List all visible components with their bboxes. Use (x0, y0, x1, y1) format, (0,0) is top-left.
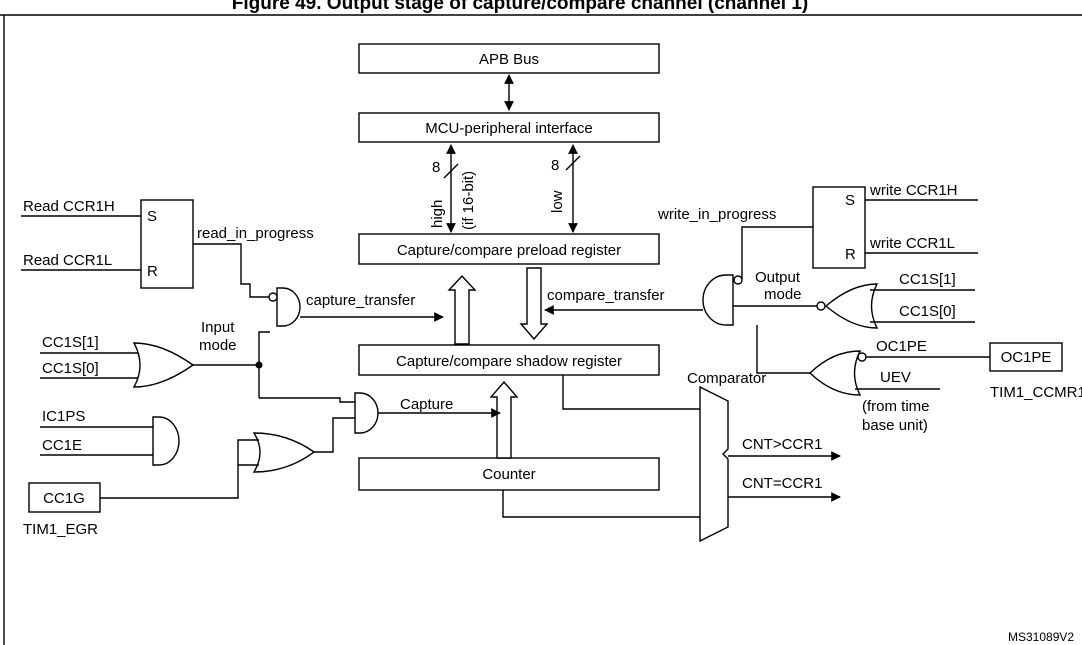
capture-transfer-inverter-bubble (268, 292, 278, 302)
mcu-interface-label: MCU-peripheral interface (425, 120, 593, 137)
cc1g-or-top-wire (237, 439, 259, 465)
oc1pe-block-label: OC1PE (1001, 349, 1052, 366)
compare-transfer-inverter-bubble (733, 275, 743, 285)
write-in-progress-wire (741, 226, 813, 279)
shadow-register-block (358, 344, 660, 376)
read-in-progress-label: read_in_progress (197, 225, 314, 242)
output-mode-nor-gate (824, 283, 879, 329)
oc1pe-label: OC1PE (876, 338, 927, 355)
write-in-progress-label: write_in_progress (657, 206, 776, 223)
high-bus-width-slash (443, 163, 459, 179)
comparator-label: Comparator (687, 370, 766, 387)
tim1-ccmr1-label: TIM1_CCMR1 (990, 384, 1082, 401)
cc1g-wire (100, 464, 259, 499)
low-bus-width: 8 (551, 157, 559, 174)
mcu-interface-block (358, 112, 660, 143)
cc1s1-out-label: CC1S[1] (899, 271, 956, 288)
capture-and-gate (354, 392, 379, 434)
read-ccr1l-label: Read CCR1L (23, 252, 112, 269)
cc1s0-out-label: CC1S[0] (899, 303, 956, 320)
cnt-eq-label: CNT=CCR1 (742, 475, 822, 492)
oc1pe-block (989, 342, 1063, 372)
output-mode-label-1: Output (755, 269, 801, 286)
oc1pe-uev-output-wire (756, 325, 810, 374)
read-in-progress-wire (193, 243, 270, 298)
compare-transfer-and-gate (702, 274, 734, 326)
input-mode-junction (255, 361, 263, 369)
capture-to-preload-arrow (447, 274, 477, 345)
counter-to-shadow-arrow (489, 380, 519, 459)
write-latch-s: S (845, 192, 855, 209)
shadow-register-label: Capture/compare shadow register (396, 353, 622, 370)
output-mode-label-2: mode (764, 286, 802, 303)
cc1g-block (28, 482, 101, 513)
read-latch (140, 199, 194, 289)
capture-transfer-label: capture_transfer (306, 292, 415, 309)
output-mode-inverter-bubble (816, 301, 826, 311)
input-mode-label-2: mode (199, 337, 237, 354)
apb-bus-block (358, 43, 660, 74)
cc1e-label: CC1E (42, 437, 82, 454)
uev-label: UEV (880, 369, 911, 386)
input-mode-label-1: Input (201, 319, 235, 336)
compare-transfer-label: compare_transfer (547, 287, 665, 304)
counter-label: Counter (482, 466, 535, 483)
figure-id: MS31089V2 (1008, 630, 1074, 644)
input-mode-or-gate (132, 342, 195, 388)
read-ccr1h-label: Read CCR1H (23, 198, 115, 215)
high-bus-width: 8 (432, 159, 440, 176)
cc1s1-in-label: CC1S[1] (42, 334, 99, 351)
cc1s0-in-label: CC1S[0] (42, 360, 99, 377)
capture-label: Capture (400, 396, 453, 413)
low-bus-label: low (549, 190, 566, 213)
high-bus-label: high (429, 200, 446, 228)
preload-register-label: Capture/compare preload register (397, 242, 621, 259)
or-output-wire (314, 417, 355, 453)
counter-to-comparator-wire (502, 490, 700, 518)
comparator-block (699, 385, 729, 543)
input-mode-branch (259, 397, 355, 403)
write-ccr1h-label: write CCR1H (869, 182, 958, 199)
preload-to-shadow-arrow (519, 267, 549, 341)
preload-register-block (358, 233, 660, 265)
oc1pe-uev-inverter-bubble (857, 352, 867, 362)
tim1-egr-label: TIM1_EGR (23, 521, 98, 538)
figure-title: Figure 49. Output stage of capture/compa… (232, 0, 808, 14)
read-latch-s: S (147, 208, 157, 225)
cc1g-or-gate (252, 432, 316, 473)
write-latch (812, 186, 866, 269)
read-latch-r: R (147, 263, 158, 280)
high-bus-note: (if 16-bit) (460, 171, 477, 230)
uev-note-1: (from time (862, 398, 930, 415)
oc1pe-uev-nor-gate (808, 350, 862, 396)
input-mode-wire (193, 331, 270, 366)
write-latch-r: R (845, 246, 856, 263)
capture-transfer-and-gate (276, 287, 301, 327)
apb-bus-label: APB Bus (479, 51, 539, 68)
uev-note-2: base unit) (862, 417, 928, 434)
write-ccr1l-label: write CCR1L (869, 235, 955, 252)
ic1ps-cc1e-and-gate (152, 416, 180, 466)
low-bus-width-slash (565, 155, 581, 171)
cc1g-label: CC1G (43, 490, 85, 507)
shadow-to-comparator-wire (562, 375, 700, 410)
counter-block (358, 457, 660, 491)
ic1ps-label: IC1PS (42, 408, 85, 425)
cnt-gt-label: CNT>CCR1 (742, 436, 822, 453)
